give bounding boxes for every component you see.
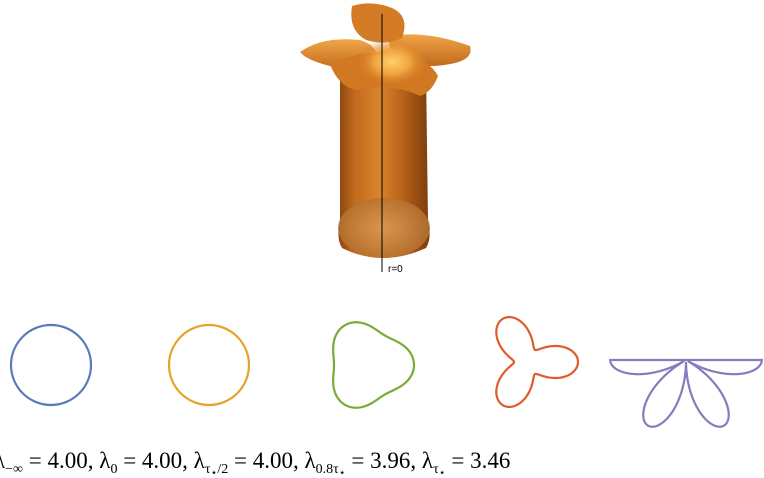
curve-circle-blue <box>9 323 93 407</box>
curve-rounded-triangle-green <box>332 321 416 409</box>
axis-label: r=0 <box>388 264 403 275</box>
surface-plot: r=0 <box>300 3 471 275</box>
curve-circle-orange <box>167 323 251 407</box>
curve-three-petal-purple <box>609 358 763 428</box>
caption: λ−∞ = 4.00, λ0 = 4.00, λτ⋆/2 = 4.00, λ0.… <box>0 448 510 478</box>
surface-petal-top <box>351 3 405 43</box>
curve-three-lobed-red <box>495 315 580 409</box>
cylinder-bottom <box>338 198 430 258</box>
surface-highlight <box>356 38 428 86</box>
curves-row <box>9 315 763 428</box>
